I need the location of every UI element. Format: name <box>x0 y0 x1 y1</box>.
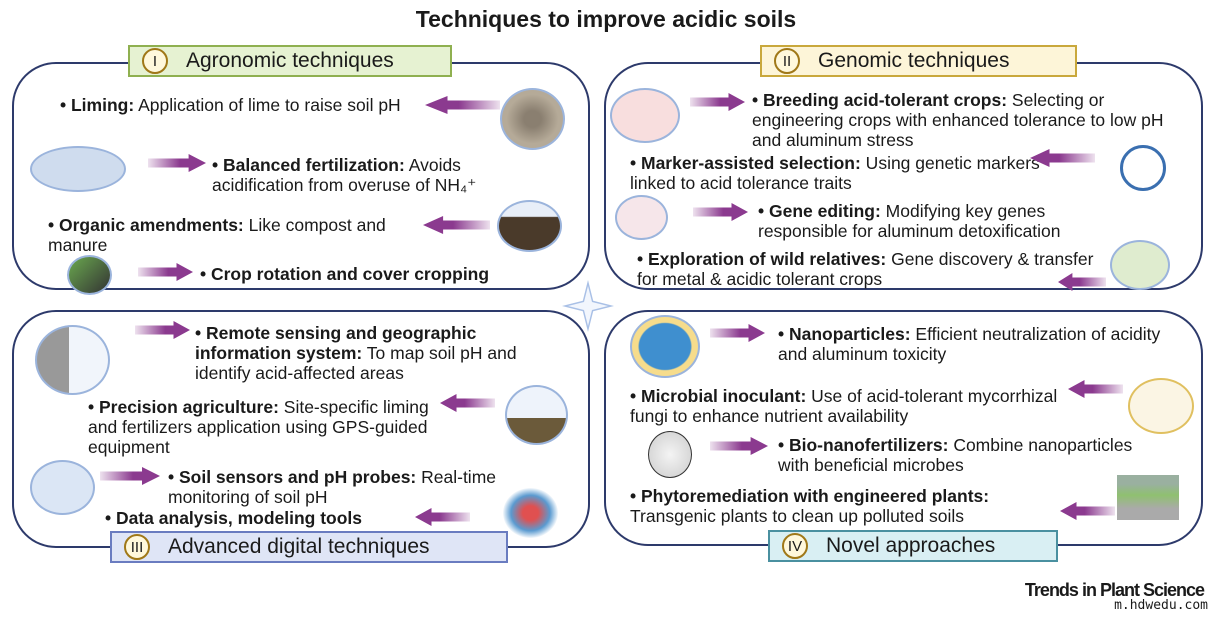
item-description: Real-time monitoring of soil pH <box>168 467 497 507</box>
section-number: I <box>142 48 168 74</box>
irrigation-field-icon <box>505 385 568 445</box>
item-gene-editing: • Gene editing: Modifying key genes resp… <box>758 201 1138 241</box>
item-title: • Bio-nanofertilizers: <box>778 435 949 455</box>
item-description: Gene discovery & transfer for metal & ac… <box>637 249 1094 289</box>
item-title: • Breeding acid-tolerant crops: <box>752 90 1008 110</box>
item-nanoparticles: • Nanoparticles: Efficient neutralizatio… <box>778 324 1178 364</box>
arrow-right-icon <box>693 203 748 221</box>
item-phytoremediation: • Phytoremediation with engineered plant… <box>630 486 1070 526</box>
arrow-left-icon <box>415 508 470 526</box>
sensor-probe-icon <box>30 460 95 515</box>
item-balanced-fertilization: • Balanced fertilization: Avoids acidifi… <box>212 155 532 195</box>
item-bio-nanofertilizers: • Bio-nanofertilizers: Combine nanoparti… <box>778 435 1158 475</box>
item-description: To map soil pH and identify acid-affecte… <box>195 343 517 383</box>
npk-balance-icon <box>30 146 126 192</box>
journal-brand: Trends in Plant Science <box>1024 580 1205 600</box>
item-description: Use of acid-tolerant mycorrhizal fungi t… <box>630 386 1058 426</box>
item-description: Application of lime to raise soil pH <box>134 95 401 115</box>
arrow-right-icon <box>148 154 206 172</box>
item-description: Like compost and manure <box>48 215 386 255</box>
arrow-left-icon <box>440 394 495 412</box>
item-title: • Marker-assisted selection: <box>630 153 861 173</box>
item-microbial-inoculant: • Microbial inoculant: Use of acid-toler… <box>630 386 1090 426</box>
item-title: • Balanced fertilization: <box>212 155 405 175</box>
item-precision-agriculture: • Precision agriculture: Site-specific l… <box>88 397 448 457</box>
item-description: Efficient neutralization of acidity and … <box>778 324 1161 364</box>
item-description: Modifying key genes responsible for alum… <box>758 201 1061 241</box>
bio-nano-sphere-icon <box>648 431 692 478</box>
header-genomic: II Genomic techniques <box>760 45 1077 77</box>
section-label: Advanced digital techniques <box>168 535 430 558</box>
arrow-right-icon <box>710 437 768 455</box>
section-number: II <box>774 48 800 74</box>
compost-pile-icon <box>497 200 562 252</box>
item-title: • Data analysis, modeling tools <box>105 508 363 528</box>
item-title: • Organic amendments: <box>48 215 244 235</box>
item-title: • Remote sensing and geographic informat… <box>195 323 477 363</box>
marker-gel-icon <box>1120 145 1166 191</box>
item-title: • Exploration of wild relatives: <box>637 249 887 269</box>
cover-crop-icon <box>67 255 112 295</box>
arrow-right-icon <box>138 263 193 281</box>
item-title: • Phytoremediation with engineered plant… <box>630 486 990 506</box>
watermark: m.hdwedu.com <box>1114 598 1208 613</box>
header-digital: III Advanced digital techniques <box>110 531 508 563</box>
lime-soil-icon <box>500 88 565 150</box>
arrow-right-icon <box>690 93 745 111</box>
nanoparticle-icon <box>630 315 700 378</box>
section-number: III <box>124 534 150 560</box>
item-title: • Crop rotation and cover cropping <box>200 264 490 284</box>
section-label: Genomic techniques <box>818 49 1010 72</box>
section-number: IV <box>782 533 808 559</box>
arrow-right-icon <box>710 324 765 342</box>
item-description: Using genetic markers linked to acid tol… <box>630 153 1040 193</box>
item-title: • Precision agriculture: <box>88 397 279 417</box>
arrow-right-icon <box>135 321 190 339</box>
arrow-left-icon <box>1058 273 1106 291</box>
figure-title: Techniques to improve acidic soils <box>415 6 797 32</box>
item-title: • Gene editing: <box>758 201 881 221</box>
item-wild-relatives: • Exploration of wild relatives: Gene di… <box>637 249 1117 289</box>
dna-scissors-icon <box>615 195 668 240</box>
item-description: Avoids acidification from overuse of NH₄… <box>212 155 477 195</box>
arrow-left-icon <box>1060 502 1115 520</box>
item-title: • Soil sensors and pH probes: <box>168 467 417 487</box>
item-organic-amendments: • Organic amendments: Like compost and m… <box>48 215 418 255</box>
item-remote-sensing: • Remote sensing and geographic informat… <box>195 323 555 383</box>
item-crop-rotation: • Crop rotation and cover cropping <box>200 264 560 284</box>
wild-plant-icon <box>1110 240 1170 290</box>
arrow-left-icon <box>1030 149 1095 167</box>
item-liming: • Liming: Application of lime to raise s… <box>60 95 420 115</box>
item-description: Site-specific liming and fertilizers app… <box>88 397 429 457</box>
item-description: Selecting or engineering crops with enha… <box>752 90 1164 150</box>
item-description: Transgenic plants to clean up polluted s… <box>630 506 964 526</box>
section-label: Novel approaches <box>826 534 996 557</box>
item-breeding: • Breeding acid-tolerant crops: Selectin… <box>752 90 1172 150</box>
section-label: Agronomic techniques <box>186 49 394 72</box>
arrow-left-icon <box>1068 380 1123 398</box>
server-globe-icon <box>35 325 110 395</box>
arrow-left-icon <box>423 216 490 234</box>
item-title: • Nanoparticles: <box>778 324 911 344</box>
arrow-left-icon <box>425 96 500 114</box>
data-network-icon <box>503 488 558 538</box>
header-novel: IV Novel approaches <box>768 530 1058 562</box>
petri-dish-icon <box>1128 378 1194 434</box>
item-data-analysis: • Data analysis, modeling tools <box>105 508 425 528</box>
item-description: Combine nanoparticles with beneficial mi… <box>778 435 1133 475</box>
arrow-right-icon <box>100 467 160 485</box>
item-soil-sensors: • Soil sensors and pH probes: Real-time … <box>168 467 498 507</box>
chromosome-icon <box>610 88 680 143</box>
item-marker-assisted: • Marker-assisted selection: Using genet… <box>630 153 1050 193</box>
item-title: • Microbial inoculant: <box>630 386 807 406</box>
header-agronomic: I Agronomic techniques <box>128 45 452 77</box>
landscape-icon <box>1117 475 1179 520</box>
item-title: • Liming: <box>60 95 135 115</box>
